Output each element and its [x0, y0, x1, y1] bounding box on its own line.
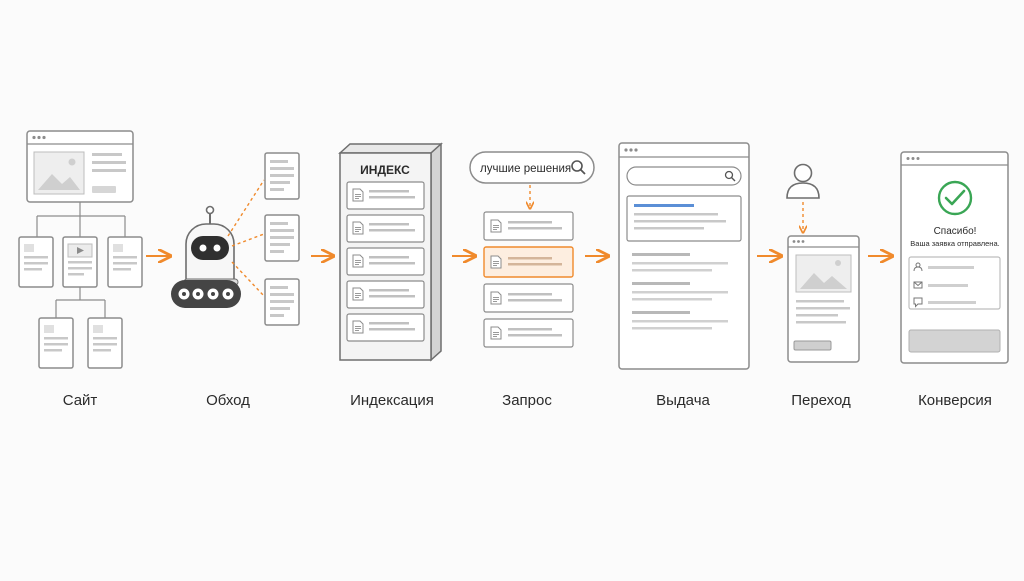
- stage-label-click: Переход: [791, 392, 851, 409]
- index-entry-5: [346, 313, 425, 342]
- index-entry-4: [346, 280, 425, 309]
- user-icon: [913, 262, 923, 272]
- serp-result-3: [632, 282, 728, 301]
- stage-label-serp: Выдача: [656, 392, 710, 409]
- site-page-1: [18, 236, 54, 288]
- crawled-document-3: [264, 278, 300, 326]
- site-page-video: [62, 236, 98, 288]
- site-page-4: [38, 317, 74, 369]
- submit-button[interactable]: [908, 329, 1001, 353]
- stage-label-query: Запрос: [502, 392, 552, 409]
- landing-cta-button[interactable]: [793, 340, 832, 351]
- chat-icon: [913, 297, 923, 308]
- robot-icon: [171, 205, 241, 308]
- user-icon: [786, 163, 820, 199]
- play-icon: [67, 243, 93, 258]
- site-structure: [18, 130, 143, 369]
- search-icon: [571, 160, 586, 175]
- stage-label-indexing: Индексация: [350, 392, 434, 409]
- index-entry-2: [346, 214, 425, 243]
- query-result-4: [483, 318, 574, 348]
- form-field-message[interactable]: [928, 301, 976, 304]
- image-icon: [795, 254, 852, 293]
- query-result-3: [483, 283, 574, 313]
- site-page-5: [87, 317, 123, 369]
- crawled-document-1: [264, 152, 300, 200]
- search-query-text: лучшие решения: [480, 163, 571, 175]
- index-title: ИНДЕКС: [360, 163, 410, 177]
- stage-label-conversion: Конверсия: [918, 392, 992, 409]
- form-field-name[interactable]: [928, 266, 974, 269]
- index-entry-3: [346, 247, 425, 276]
- crawl-dashed-links: [227, 179, 265, 297]
- thanks-subtitle: Ваша заявка отправлена.: [910, 239, 999, 248]
- lead-form: [908, 256, 1001, 310]
- serp-window: [618, 142, 750, 370]
- serp-top-result[interactable]: [626, 195, 742, 242]
- serp-result-4: [632, 311, 728, 330]
- serp-search-bar[interactable]: [626, 166, 742, 186]
- crawled-document-2: [264, 214, 300, 262]
- index-database: ИНДЕКС: [338, 142, 443, 362]
- stage-label-site: Сайт: [62, 392, 98, 409]
- image-icon: [33, 151, 85, 195]
- stage-label-crawl: Обход: [206, 392, 250, 409]
- site-page-3: [107, 236, 143, 288]
- form-field-email[interactable]: [928, 284, 968, 287]
- query-search-box[interactable]: лучшие решения: [469, 151, 595, 184]
- query-result-1: [483, 211, 574, 241]
- index-entry-1: [346, 181, 425, 210]
- search-icon: [724, 170, 736, 182]
- thank-you-window: Спасибо! Ваша заявка отправлена.: [900, 151, 1009, 364]
- landing-page-window: [787, 235, 860, 363]
- checkmark-icon: [937, 180, 973, 216]
- mail-icon: [913, 281, 923, 289]
- site-homepage-window: [26, 130, 134, 203]
- thanks-title: Спасибо!: [934, 225, 977, 237]
- query-result-highlighted: [483, 246, 574, 278]
- serp-result-2: [632, 253, 728, 272]
- query-results-list: [483, 211, 574, 348]
